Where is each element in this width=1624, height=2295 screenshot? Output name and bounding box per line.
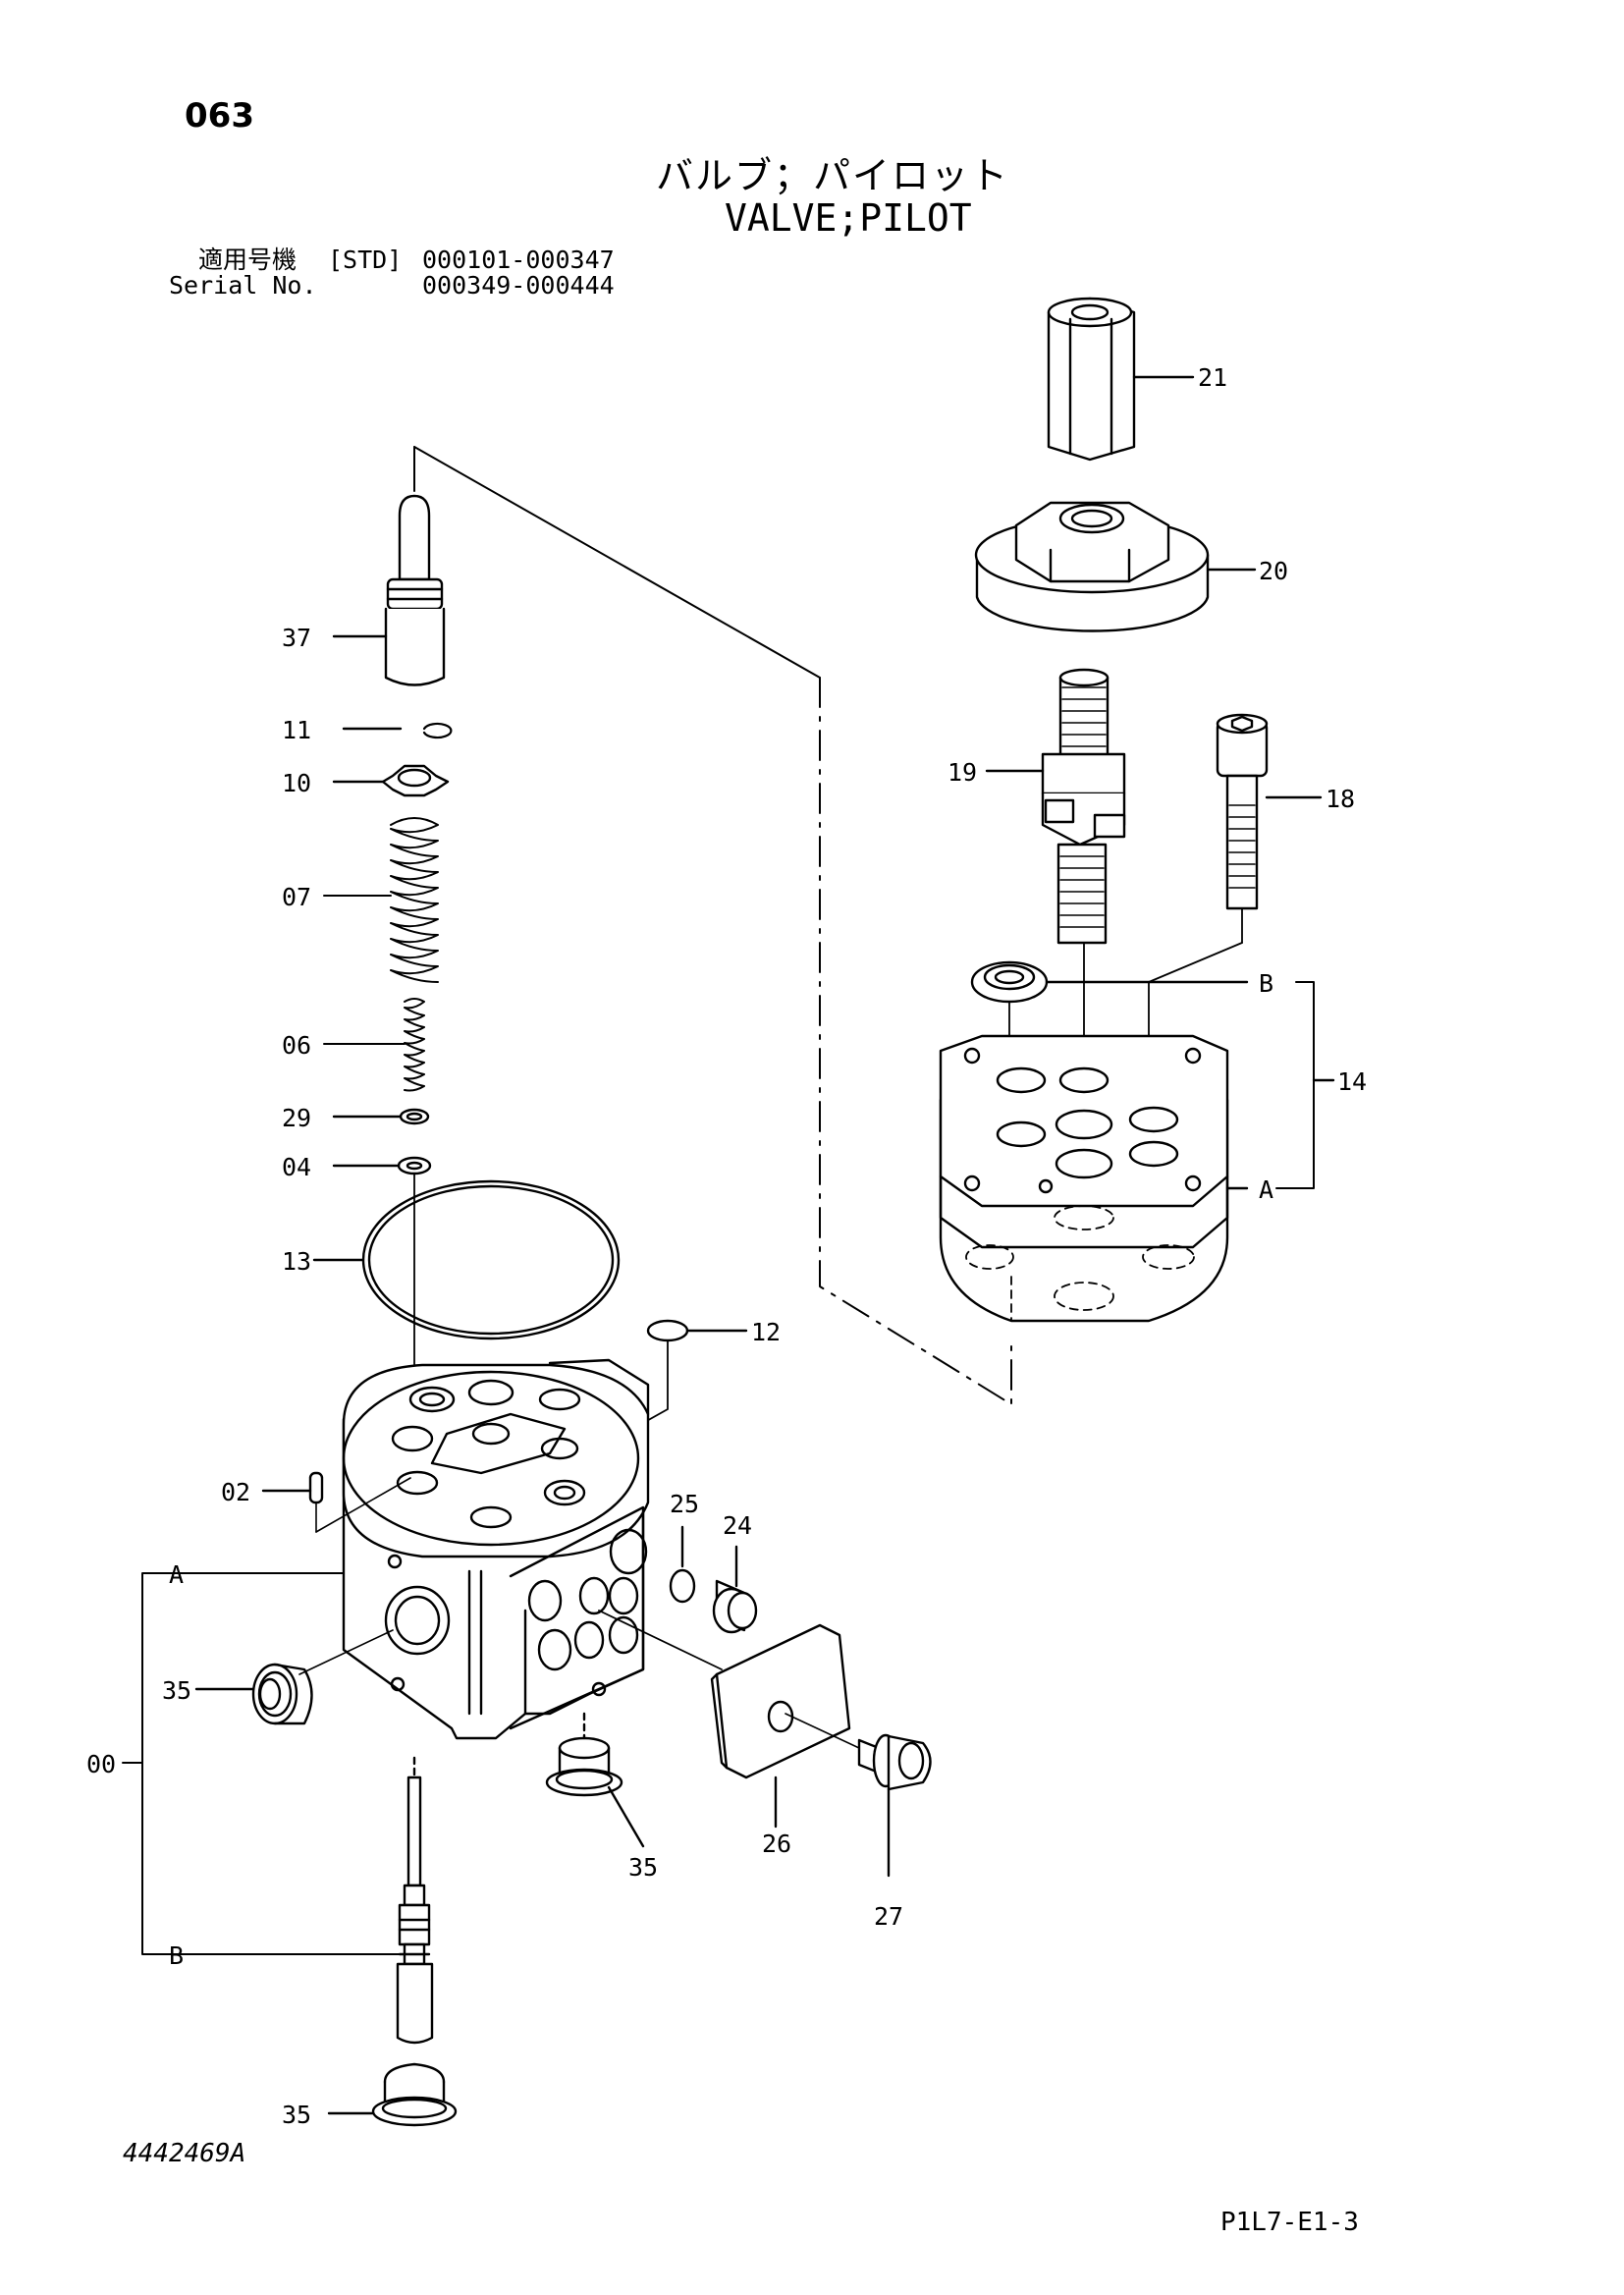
callout-04: 04 bbox=[282, 1153, 311, 1181]
callout-26: 26 bbox=[762, 1830, 791, 1858]
callout-a-left: A bbox=[169, 1560, 184, 1589]
callout-b-left: B bbox=[169, 1941, 184, 1970]
title-japanese: バルブ；パイロット bbox=[656, 154, 1010, 197]
callout-13: 13 bbox=[282, 1247, 311, 1276]
callout-25: 25 bbox=[670, 1490, 699, 1518]
part-21-hex-coupling bbox=[1047, 297, 1195, 462]
callout-07: 07 bbox=[282, 883, 311, 911]
callout-10: 10 bbox=[282, 769, 311, 797]
part-07-spring bbox=[323, 817, 439, 983]
part-11-snap-ring bbox=[342, 722, 453, 739]
assembly-reference-lines bbox=[413, 446, 1012, 1405]
part-20-disc-nut bbox=[974, 501, 1257, 632]
part-35-plug-bottom bbox=[327, 2062, 458, 2127]
callout-02: 02 bbox=[221, 1478, 250, 1506]
callout-37: 37 bbox=[282, 624, 311, 652]
callout-21: 21 bbox=[1198, 363, 1227, 392]
serial-label-english: Serial No. bbox=[169, 271, 317, 300]
part-13-o-ring bbox=[312, 1179, 621, 1340]
part-spool bbox=[396, 1756, 434, 2045]
callout-24: 24 bbox=[723, 1511, 752, 1540]
callout-20: 20 bbox=[1259, 557, 1288, 585]
part-35-plug-left bbox=[194, 1629, 394, 1725]
serial-std-tag: [STD] bbox=[328, 246, 403, 274]
callout-19: 19 bbox=[947, 758, 977, 787]
part-26-plate bbox=[710, 1623, 851, 1829]
serial-range-secondary: 000349-000444 bbox=[422, 271, 615, 300]
page-number: 063 bbox=[185, 96, 254, 136]
part-27-bolt bbox=[785, 1713, 932, 1878]
part-18-bolt bbox=[1148, 713, 1323, 1160]
part-25-o-ring bbox=[669, 1525, 696, 1604]
callout-35-bottom: 35 bbox=[282, 2101, 311, 2129]
drawing-number: 4442469A bbox=[123, 2139, 246, 2168]
callout-06: 06 bbox=[282, 1031, 311, 1060]
part-29-shim bbox=[332, 1108, 430, 1125]
part-06-inner-spring bbox=[323, 998, 425, 1092]
serial-range-primary: 000101-000347 bbox=[422, 246, 615, 274]
callout-00: 00 bbox=[86, 1750, 116, 1778]
callout-35-left: 35 bbox=[162, 1676, 191, 1705]
title-english: VALVE;PILOT bbox=[725, 196, 972, 240]
callout-27: 27 bbox=[874, 1902, 903, 1931]
part-14-valve-block bbox=[939, 981, 1335, 1323]
callout-b-top: B bbox=[1259, 969, 1273, 998]
casing-bracket bbox=[122, 1572, 406, 1955]
part-37-plunger bbox=[332, 494, 446, 686]
part-00-casing bbox=[342, 1358, 650, 1740]
callout-11: 11 bbox=[282, 716, 311, 744]
part-35-plug-mid bbox=[545, 1712, 645, 1848]
serial-label-japanese: 適用号機 bbox=[198, 246, 298, 274]
callout-35-mid: 35 bbox=[628, 1853, 658, 1882]
callout-a-top: A bbox=[1259, 1175, 1273, 1204]
callout-12: 12 bbox=[751, 1318, 781, 1346]
callout-labels: 21 20 19 18 B 14 A 37 11 10 07 06 29 04 … bbox=[86, 363, 1367, 2129]
callout-18: 18 bbox=[1326, 785, 1355, 813]
callout-29: 29 bbox=[282, 1104, 311, 1132]
part-19-universal-joint bbox=[985, 668, 1126, 1130]
part-02-pin bbox=[261, 1471, 411, 1533]
callout-14: 14 bbox=[1337, 1067, 1367, 1096]
part-24-plug bbox=[598, 1545, 758, 1670]
part-10-spring-seat bbox=[332, 764, 450, 797]
sheet-code: P1L7-E1-3 bbox=[1220, 2208, 1359, 2237]
